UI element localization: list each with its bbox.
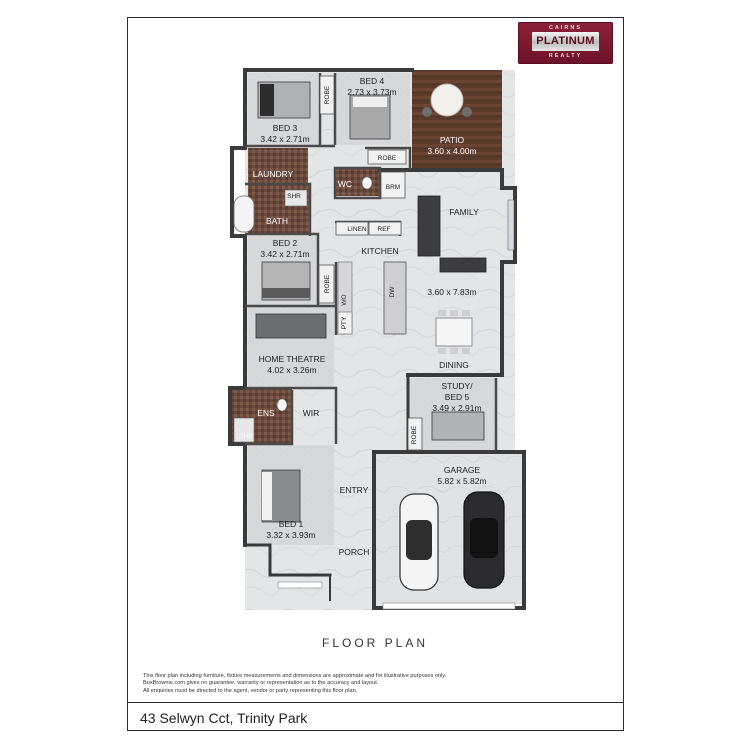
laundry-label: LAUNDRY [253, 169, 294, 179]
bed3-label: BED 3 [273, 123, 298, 133]
beds [255, 81, 485, 523]
study-label-line2: BED 5 [445, 392, 470, 402]
theatre-size: 4.02 x 3.26m [267, 365, 316, 375]
study-robe-label: ROBE [411, 425, 418, 444]
family-size: 3.60 x 7.83m [427, 287, 476, 297]
linen-label: LINEN [347, 226, 366, 233]
logo-brand: PLATINUM [532, 32, 599, 51]
disclaimer-line: All enquiries must be directed to the ag… [143, 687, 358, 694]
bed2-robe-label: ROBE [324, 274, 331, 293]
bed1-label: BED 1 [279, 519, 304, 529]
family-lounge [417, 195, 515, 273]
wall-oven-label: WO [341, 294, 348, 305]
bath-label: BATH [266, 216, 288, 226]
patio-deck [412, 70, 502, 170]
footer-divider [127, 702, 624, 703]
family-label: FAMILY [449, 207, 479, 217]
study-size: 3.49 x 2.91m [432, 403, 481, 413]
logo-bottom-text: REALTY [548, 53, 583, 59]
bed1-size: 3.32 x 3.93m [266, 530, 315, 540]
openings [277, 581, 516, 610]
dishwasher-label: DW [389, 286, 396, 298]
kitchen-label: KITCHEN [361, 246, 398, 256]
pantry-label: PTY [341, 316, 348, 329]
garage-label: GARAGE [444, 465, 481, 475]
bed3-robe-label: ROBE [324, 85, 331, 104]
interior-walls [245, 73, 498, 450]
theatre-label: HOME THEATRE [259, 354, 326, 364]
disclaimer-line: This floor plan including furniture, fix… [143, 673, 447, 679]
kitchen-counters [337, 261, 407, 335]
logo-top-text: CAIRNS [548, 25, 583, 31]
bed4-label: BED 4 [360, 76, 385, 86]
disclaimer-line: BoxBrownie.com gives no guarantee, warra… [143, 680, 379, 687]
entry-label: ENTRY [340, 485, 369, 495]
bed4-robe-label: ROBE [378, 155, 397, 162]
bed2-label: BED 2 [273, 238, 298, 248]
bath-fixtures [233, 176, 373, 443]
dining-table [435, 310, 473, 354]
patio-furniture [422, 83, 472, 117]
property-address: 43 Selwyn Cct, Trinity Park [140, 710, 308, 726]
ensuite-shower-label: SHR [239, 433, 253, 440]
dining-label: DINING [439, 360, 469, 370]
patio-size: 3.60 x 4.00m [427, 146, 476, 156]
bed2-size: 3.42 x 2.71m [260, 249, 309, 259]
study-label-line1: STUDY/ [441, 381, 473, 391]
robes [318, 75, 423, 451]
wir-label: WIR [303, 408, 320, 418]
wc-floor [336, 168, 380, 196]
disclaimer: This floor plan including furniture, fix… [143, 673, 603, 695]
bed3-size: 3.42 x 2.71m [260, 134, 309, 144]
laundry-floor [248, 148, 308, 183]
wc-label: WC [338, 179, 352, 189]
ref-label: REF [378, 226, 391, 233]
garage-cars [399, 491, 505, 591]
bed4-size: 2.73 x 3.73m [347, 87, 396, 97]
agency-logo: CAIRNS PLATINUM REALTY [518, 22, 613, 64]
porch-label: PORCH [339, 547, 370, 557]
garage-size: 5.82 x 5.82m [437, 476, 486, 486]
bath-shower-label: SHR [287, 193, 301, 200]
ensuite-label: ENS [257, 408, 275, 418]
brm-label: BRM [386, 184, 400, 191]
plan-title: FLOOR PLAN [321, 636, 429, 650]
patio-label: PATIO [440, 135, 465, 145]
